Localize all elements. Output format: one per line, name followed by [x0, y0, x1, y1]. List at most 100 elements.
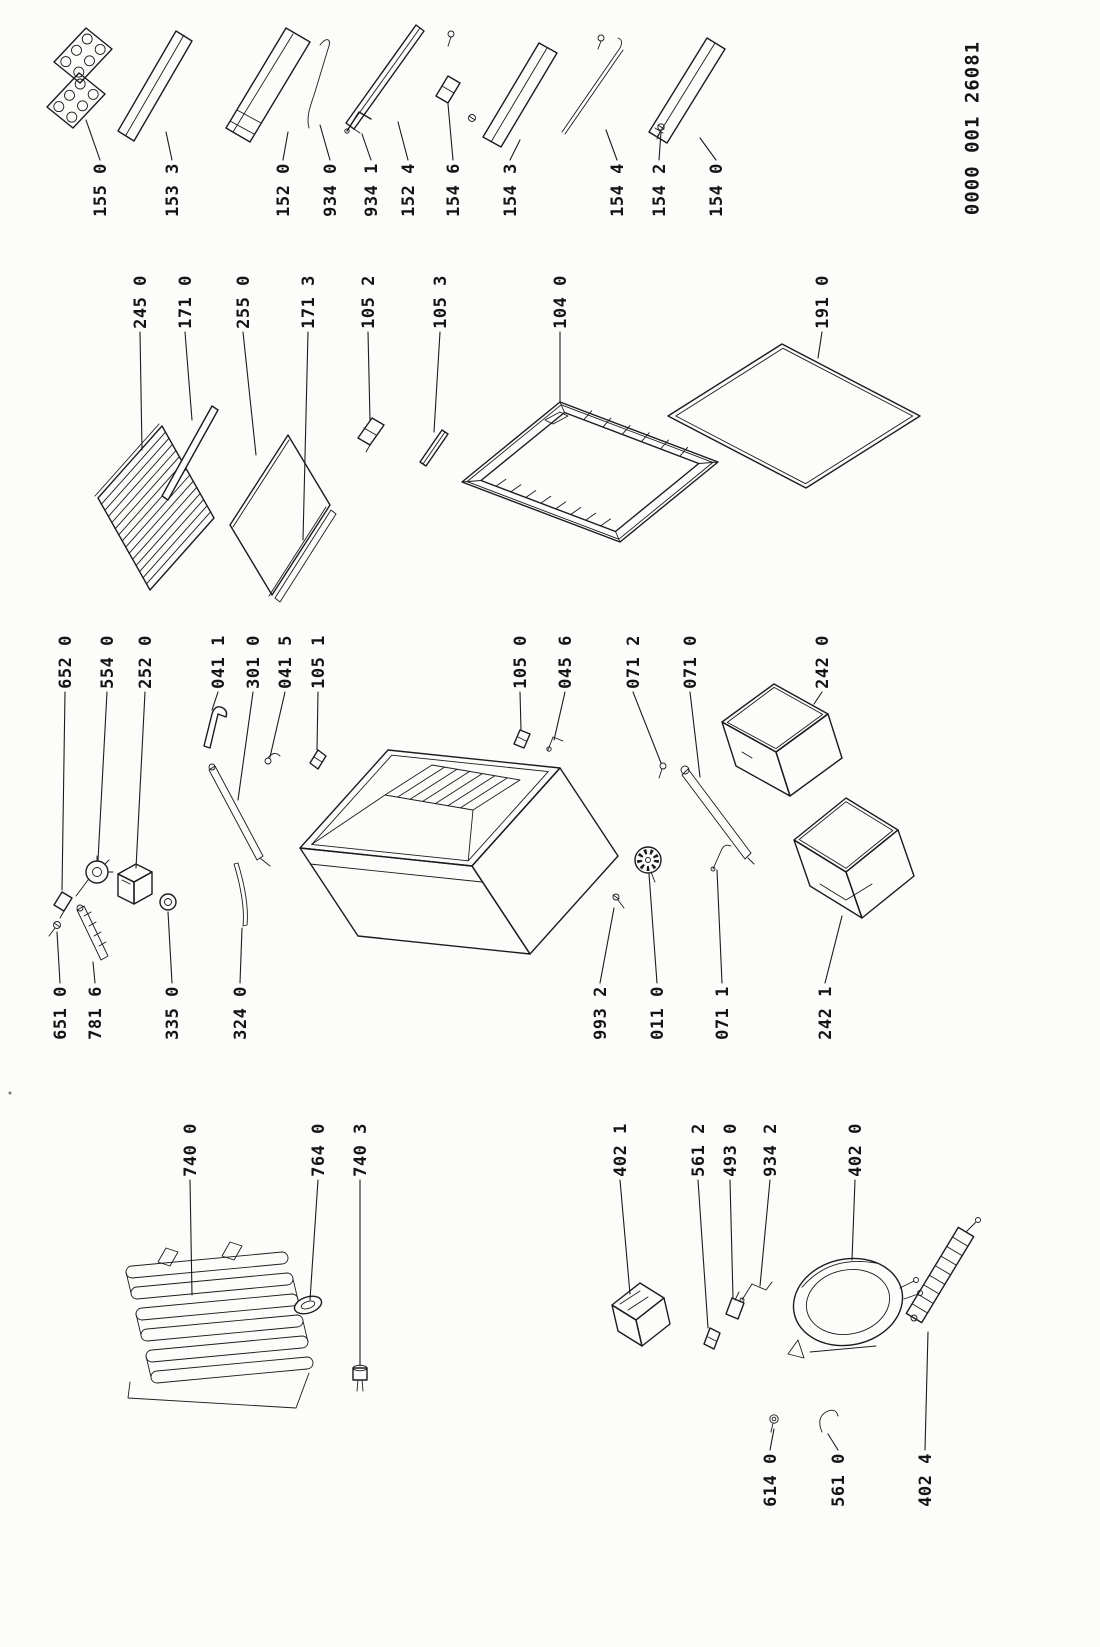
part-drawing-clip-652-0 [53, 891, 73, 919]
part-label-041-1: 041 1 [209, 635, 229, 689]
part-label-105-0: 105 0 [511, 635, 531, 689]
part-drawing-shelf-trim-171-3 [274, 509, 337, 603]
part-label-554-0: 554 0 [98, 635, 118, 689]
part-drawing-clip-561-2 [703, 1327, 721, 1350]
part-label-245-0: 245 0 [131, 275, 151, 329]
part-drawing-rod-154-4 [561, 34, 624, 135]
part-drawing-wire-934-2 [739, 1281, 773, 1303]
part-label-561-0: 561 0 [829, 1453, 849, 1507]
part-label-154-2: 154 2 [650, 163, 670, 217]
part-label-105-2: 105 2 [359, 275, 379, 329]
part-label-324-0: 324 0 [231, 986, 251, 1040]
part-drawing-handle-154-3 [468, 42, 558, 148]
part-drawing-relay-box-252-0 [117, 863, 153, 905]
part-label-242-0: 242 0 [813, 635, 833, 689]
part-label-740-0: 740 0 [181, 1123, 201, 1177]
part-label-011-0: 011 0 [648, 986, 668, 1040]
part-label-104-0: 104 0 [551, 275, 571, 329]
part-drawing-bracket-105-0 [513, 729, 531, 749]
document-number: 0000 001 26081 [961, 41, 983, 215]
part-drawing-screw-993-2 [612, 893, 625, 909]
part-label-041-5: 041 5 [276, 635, 296, 689]
part-drawing-rod-071-1 [710, 844, 732, 872]
part-label-071-0: 071 0 [681, 635, 701, 689]
part-label-045-6: 045 6 [556, 635, 576, 689]
part-drawing-handle-154-0 [648, 37, 726, 144]
part-drawing-cover-box-402-1 [611, 1282, 671, 1347]
part-drawing-fan-rotor-011-0 [634, 846, 662, 883]
part-drawing-strip-105-3 [419, 429, 449, 467]
part-drawing-bracket-105-2 [357, 417, 385, 453]
part-label-242-1: 242 1 [816, 986, 836, 1040]
part-label-781-6: 781 6 [86, 986, 106, 1040]
part-label-934-0: 934 0 [321, 163, 341, 217]
part-label-934-1: 934 1 [362, 163, 382, 217]
part-label-402-4: 402 4 [916, 1453, 936, 1507]
part-drawing-rail-071-0 [680, 765, 755, 865]
part-label-335-0: 335 0 [163, 986, 183, 1040]
part-label-154-6: 154 6 [444, 163, 464, 217]
part-label-105-3: 105 3 [431, 275, 451, 329]
part-drawing-hinge-pin-781-6 [76, 904, 109, 961]
part-drawing-cabinet-body [299, 749, 619, 955]
part-label-934-2: 934 2 [761, 1123, 781, 1177]
part-drawing-hook-561-0 [819, 1409, 839, 1433]
part-label-171-0: 171 0 [176, 275, 196, 329]
part-drawing-tube-301-0 [208, 763, 271, 867]
part-drawing-panel-191-0 [667, 343, 921, 489]
part-label-764-0: 764 0 [309, 1123, 329, 1177]
part-drawing-door-shelf-152-0 [225, 27, 311, 143]
part-label-071-2: 071 2 [624, 635, 644, 689]
part-label-255-0: 255 0 [234, 275, 254, 329]
part-drawing-wire-934-0 [307, 39, 330, 129]
part-drawing-door-frame-104-0 [461, 401, 719, 543]
part-label-152-4: 152 4 [399, 163, 419, 217]
part-drawing-egg-trays-155-0 [46, 27, 113, 129]
part-drawing-bracket-493-0 [725, 1291, 745, 1320]
part-drawing-drawer-242-0 [721, 683, 843, 797]
part-label-614-0: 614 0 [761, 1453, 781, 1507]
part-label-154-4: 154 4 [608, 163, 628, 217]
part-drawing-thermostat-554-0 [75, 855, 114, 897]
part-drawing-standoff-740-3 [352, 1364, 368, 1392]
scan-speck [8, 1091, 12, 1095]
part-drawing-tube-171-0 [161, 405, 219, 501]
part-number-labels: 155 0 153 3 152 0 934 0 934 1 152 4 154 … [51, 163, 936, 1507]
part-drawing-drawer-242-1 [793, 797, 915, 919]
part-label-153-3: 153 3 [163, 163, 183, 217]
part-label-105-1: 105 1 [309, 635, 329, 689]
part-drawing-handle-153-3 [117, 30, 193, 142]
part-drawing-clip-105-1 [309, 749, 327, 770]
part-label-154-0: 154 0 [707, 163, 727, 217]
part-drawing-screw-071-2 [658, 762, 667, 779]
part-drawing-clip-041-5 [264, 753, 281, 765]
part-drawing-grommet-335-0 [159, 893, 177, 911]
part-label-152-0: 152 0 [274, 163, 294, 217]
part-drawing-trim-bar-152-4 [345, 24, 425, 134]
part-drawing-gasket-764-0 [293, 1295, 323, 1315]
part-drawing-rod-324-0 [233, 862, 248, 927]
part-drawing-evaporator-coil-740-0 [125, 1241, 314, 1409]
part-label-561-2: 561 2 [689, 1123, 709, 1177]
part-label-493-0: 493 0 [721, 1123, 741, 1177]
part-label-740-3: 740 3 [351, 1123, 371, 1177]
part-label-402-1: 402 1 [611, 1123, 631, 1177]
part-drawing-clip-041-1 [203, 706, 228, 749]
part-drawing-rail-402-4 [905, 1217, 981, 1324]
part-label-252-0: 252 0 [136, 635, 156, 689]
part-drawing-bracket-154-6 [435, 30, 461, 104]
part-label-071-1: 071 1 [713, 986, 733, 1040]
part-label-155-0: 155 0 [91, 163, 111, 217]
part-label-171-3: 171 3 [299, 275, 319, 329]
leader-lines [56, 103, 929, 1451]
part-drawing-clip-045-6 [546, 736, 564, 752]
part-drawing-screw-651-0 [48, 921, 61, 937]
part-drawing-compressor-402-0 [787, 1257, 923, 1359]
part-label-651-0: 651 0 [51, 986, 71, 1040]
part-label-652-0: 652 0 [56, 635, 76, 689]
part-label-402-0: 402 0 [846, 1123, 866, 1177]
part-label-301-0: 301 0 [244, 635, 264, 689]
part-label-154-3: 154 3 [501, 163, 521, 217]
